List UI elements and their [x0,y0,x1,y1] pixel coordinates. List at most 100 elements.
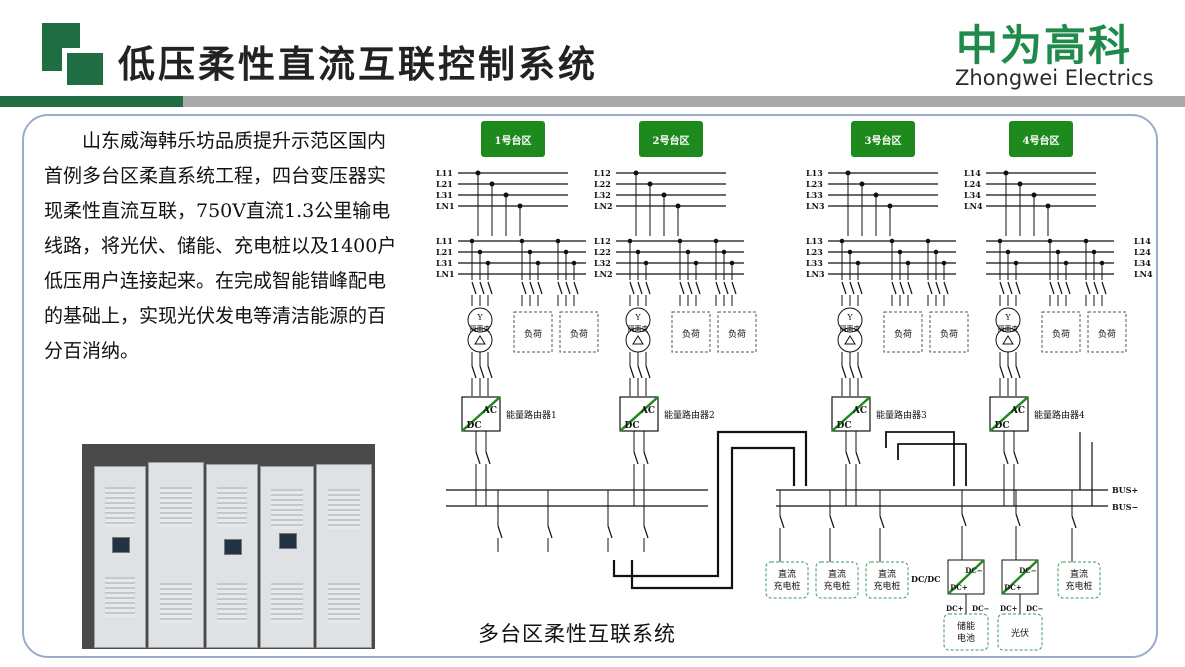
charger-label: 充电桩 [773,580,800,592]
header-divider-bar [183,96,1185,107]
line-label: L11 [436,168,453,178]
router-dc: DC [467,421,482,431]
junction-dot [535,260,541,266]
junction-dot [1047,238,1053,244]
load-label: 负荷 [524,328,542,340]
switch-mark [715,281,721,295]
link-line [897,443,967,486]
line-label: L22 [594,179,611,189]
dcdc-diagonal [947,559,985,595]
zone-label: 1号台区 [495,134,532,147]
zone-header-box [481,121,545,157]
switch-mark [497,525,503,539]
charger-label: 直流 [778,568,796,580]
load-box [929,311,969,353]
junction-dot [997,238,1003,244]
line-label: L34 [964,190,981,200]
junction-dot [661,192,667,198]
dc-bus-area: BUS+BUS−直流充电桩直流充电桩直流充电桩直流充电桩DC/DCDC−DC+D… [446,430,1138,651]
switch-mark [547,525,553,539]
junction-dot [675,203,681,209]
junction-dot [693,260,699,266]
line-label: L32 [594,190,611,200]
junction-dot [721,249,727,255]
line-label: LN4 [1134,269,1153,279]
switch-mark [857,365,863,379]
pv-label: 光伏 [1011,627,1029,639]
line-label: L31 [436,190,453,200]
switch-mark [629,365,635,379]
junction-dot [477,249,483,255]
transmission-link [612,430,808,578]
router-ac: AC [482,406,497,416]
junction-dot [489,181,495,187]
load-box [513,311,553,353]
switch-mark [855,451,861,465]
junction-dot [555,238,561,244]
switch-mark [1049,281,1055,295]
switch-mark [907,281,913,295]
junction-dot [571,260,577,266]
line-label: L23 [806,247,823,257]
line-label: L13 [806,236,823,246]
router-dc: DC [837,421,852,431]
switch-mark [475,451,481,465]
switch-mark [573,281,579,295]
load-label: 负荷 [570,328,588,340]
junction-dot [729,260,735,266]
charger-label: 直流 [828,568,846,580]
router-label: 能量路由器1 [506,409,557,421]
switch-mark [485,451,491,465]
switch-mark [1015,365,1021,379]
switch-mark [1085,281,1091,295]
junction-dot [897,249,903,255]
switch-mark [845,451,851,465]
charger-box [765,561,809,599]
switch-mark [565,281,571,295]
header-accent-bar [0,96,183,107]
line-label: L12 [594,168,611,178]
switch-mark [487,365,493,379]
switch-mark [679,281,685,295]
load-box [559,311,599,353]
switch-mark [645,281,651,295]
router-label: 能量路由器4 [1034,409,1085,421]
junction-dot [845,170,851,176]
line-label: L34 [1134,258,1151,268]
load-label: 负荷 [940,328,958,340]
junction-dot [873,192,879,198]
switch-mark [695,281,701,295]
zone-header-box [851,121,915,157]
transformer-coil [995,307,1021,333]
charger-label: 充电桩 [873,580,900,592]
switch-mark [557,281,563,295]
switch-mark [1071,515,1077,529]
transformer-label: 隔离变 [998,324,1019,333]
charger-label: 充电桩 [823,580,850,592]
line-label: LN3 [806,269,825,279]
load-box [1041,311,1081,353]
switch-mark [643,525,649,539]
junction-dot [859,181,865,187]
switch-mark [521,281,527,295]
brand-name-en: Zhongwei Electrics [955,66,1154,90]
junction-dot [647,181,653,187]
brand-name: 中为高科 [956,21,1133,70]
charger-box [815,561,859,599]
switch-mark [899,281,905,295]
dcdc-terminal: DC− [1019,566,1037,575]
switch-mark [891,281,897,295]
charger-box [865,561,909,599]
transformer-y: Y [634,313,641,322]
junction-dot [643,260,649,266]
delta-mark [1002,335,1014,345]
line-label: L33 [806,190,823,200]
switch-mark [607,525,613,539]
bus-minus-label: BUS− [1112,502,1138,512]
junction-dot [1045,203,1051,209]
switch-mark [935,281,941,295]
junction-dot [713,238,719,244]
switch-mark [849,281,855,295]
charger-label: 直流 [1070,568,1088,580]
transformer-y: Y [846,313,853,322]
